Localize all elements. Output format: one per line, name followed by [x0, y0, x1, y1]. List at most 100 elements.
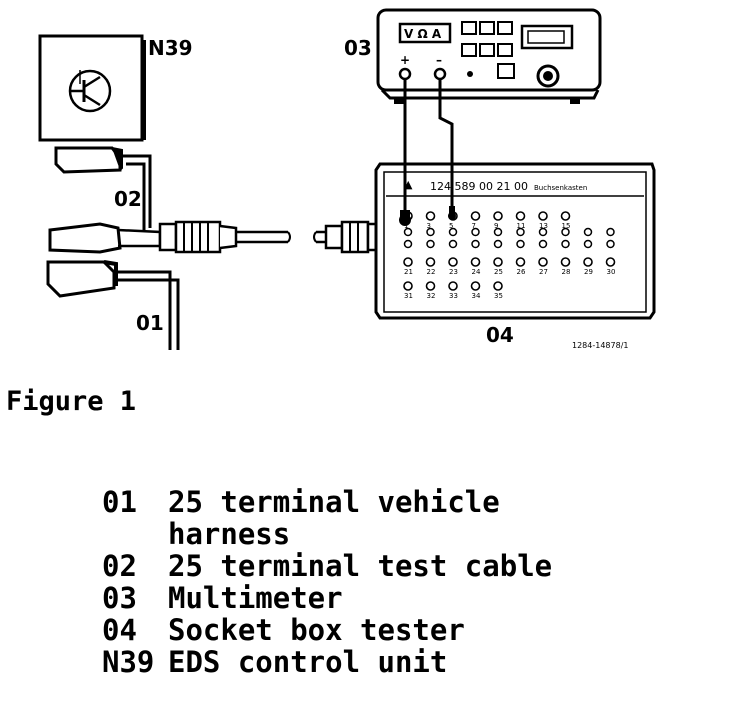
socket-label: 31	[404, 292, 413, 300]
socket-label: 1	[404, 222, 408, 230]
legend-code: 04	[102, 613, 137, 647]
socket-35-icon	[493, 281, 503, 291]
socket-icon	[471, 239, 480, 249]
socket-label: 32	[427, 292, 436, 300]
legend-code: 01	[102, 485, 137, 519]
socket-icon	[426, 239, 435, 249]
socket-icon	[448, 239, 458, 249]
socket-label: 3	[427, 222, 431, 230]
socket-icon	[471, 227, 480, 237]
socket-label: 22	[427, 268, 436, 276]
socket-label: 26	[517, 268, 526, 276]
socket-30-icon	[605, 257, 616, 267]
socket-33-icon	[448, 281, 458, 291]
eds-control-unit	[38, 34, 146, 174]
socket-11-icon	[515, 211, 526, 221]
label-02: 02	[114, 187, 142, 211]
figure-reference: 1284-14878/1	[572, 341, 628, 350]
socket-22-icon	[425, 257, 436, 267]
socket-23-icon	[448, 257, 458, 267]
socket-icon	[403, 227, 413, 237]
socket-icon	[516, 227, 525, 237]
socket-label: 5	[449, 222, 453, 230]
legend-text: 25 terminal vehicle	[168, 485, 500, 519]
socket-label: 25	[494, 268, 503, 276]
legend-code: N39	[102, 645, 155, 679]
socket-label: 9	[494, 222, 498, 230]
svg-text:+: +	[400, 53, 410, 67]
socket-label: 7	[472, 222, 476, 230]
socket-28-icon	[560, 257, 571, 267]
socket-label: 34	[472, 292, 481, 300]
socket-label: 29	[584, 268, 593, 276]
socket-label: 33	[449, 292, 458, 300]
figure-caption: Figure 1	[6, 386, 137, 417]
legend-item: 04 Socket box tester	[102, 614, 552, 646]
socket-label: 28	[562, 268, 571, 276]
socket-34-icon	[470, 281, 481, 291]
socket-31-icon	[403, 281, 413, 291]
legend-item: 03 Multimeter	[102, 582, 552, 614]
label-04: 04	[486, 323, 514, 347]
socket-label: 11	[517, 222, 526, 230]
socket-13-icon	[538, 211, 548, 221]
legend-item: 02 25 terminal test cable	[102, 550, 552, 582]
multimeter-buttons	[461, 21, 515, 79]
socket-24-icon	[470, 257, 481, 267]
socket-icon	[516, 239, 525, 249]
socket-label: 24	[472, 268, 481, 276]
wiring-diagram: N39 02 01	[38, 8, 656, 350]
socket-label: 35	[494, 292, 503, 300]
socket-label: 30	[607, 268, 616, 276]
socket-label: 23	[449, 268, 458, 276]
socket-label: 15	[562, 222, 571, 230]
socket-label: 21	[404, 268, 413, 276]
socket-icon	[426, 227, 435, 237]
socket-icon	[493, 227, 503, 237]
legend-text: Multimeter	[168, 581, 343, 615]
socket-7-icon	[470, 211, 481, 221]
test-leads	[399, 80, 456, 226]
socket-icon	[606, 227, 615, 237]
multimeter-scale-label: V Ω A	[404, 27, 442, 41]
legend-code: 03	[102, 581, 137, 615]
legend-text: 25 terminal test cable	[168, 549, 553, 583]
socket-15-icon	[560, 211, 571, 221]
socket-icon	[448, 227, 458, 237]
socket-label: 13	[539, 222, 548, 230]
legend-item: N39 EDS control unit	[102, 646, 552, 678]
socket-box-part-number: 124 589 00 21 00	[430, 180, 528, 193]
legend-item: harness	[102, 518, 552, 550]
socket-icon	[538, 227, 548, 237]
label-03: 03	[344, 36, 372, 60]
socket-9-icon	[493, 211, 503, 221]
socket-3-icon	[425, 211, 436, 221]
socket-icon	[583, 239, 593, 249]
socket-label: 27	[539, 268, 548, 276]
socket-icon	[538, 239, 548, 249]
legend-text: Socket box tester	[168, 613, 465, 647]
svg-text:▲: ▲	[404, 178, 413, 191]
socket-32-icon	[425, 281, 436, 291]
multimeter-plus-jack	[398, 67, 412, 81]
legend-text: harness	[168, 517, 291, 551]
svg-text:–: –	[436, 53, 442, 67]
socket-icon	[583, 227, 593, 237]
socket-29-icon	[583, 257, 593, 267]
socket-box-name: Buchsenkasten	[534, 184, 587, 192]
socket-25-icon	[493, 257, 503, 267]
label-n39: N39	[148, 36, 193, 60]
test-cable	[120, 154, 152, 232]
legend-code: 02	[102, 549, 137, 583]
legend-text: EDS control unit	[168, 645, 448, 679]
socket-26-icon	[515, 257, 526, 267]
socket-icon	[606, 239, 615, 249]
label-01: 01	[136, 311, 164, 335]
socket-icon	[403, 239, 413, 249]
vehicle-harness-connector	[46, 220, 382, 350]
socket-icon	[493, 239, 503, 249]
socket-21-icon	[403, 257, 413, 267]
